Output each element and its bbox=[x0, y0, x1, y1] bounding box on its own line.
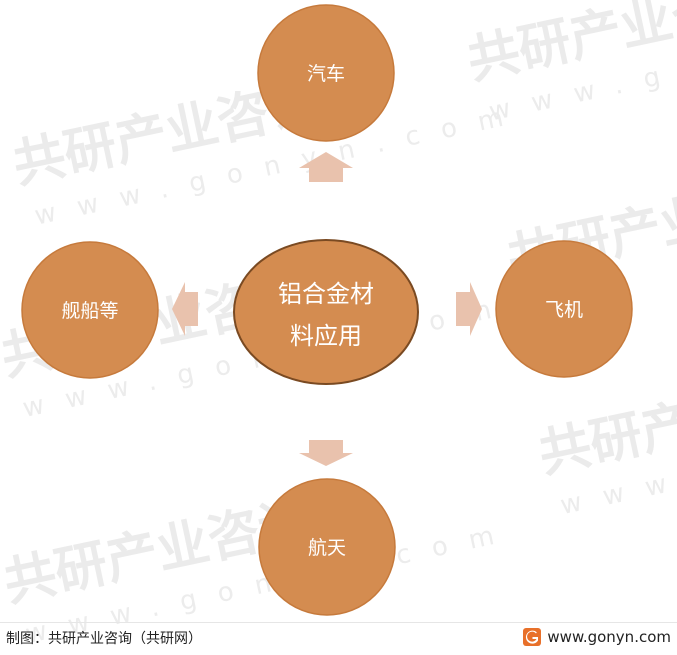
arrow-down bbox=[299, 440, 353, 466]
footer-brand: www.gonyn.com bbox=[523, 626, 671, 648]
arrow-left bbox=[172, 282, 198, 336]
node-left: 舰船等 bbox=[21, 241, 159, 379]
node-center: 铝合金材 料应用 bbox=[233, 239, 419, 385]
node-top-label: 汽车 bbox=[307, 63, 345, 85]
footer-divider bbox=[0, 622, 677, 623]
node-top: 汽车 bbox=[257, 4, 395, 142]
watermark-brand: 共研产业咨询 bbox=[534, 361, 677, 485]
gonyn-logo-icon bbox=[523, 628, 542, 646]
arrow-up bbox=[299, 152, 353, 182]
footer-credit: 制图：共研产业咨询（共研网） bbox=[6, 631, 202, 647]
node-right-label: 飞机 bbox=[545, 299, 583, 321]
arrow-right bbox=[456, 282, 482, 336]
footer-url[interactable]: www.gonyn.com bbox=[547, 628, 671, 646]
node-right: 飞机 bbox=[495, 240, 633, 378]
node-bottom-label: 航天 bbox=[308, 537, 346, 559]
node-left-label: 舰船等 bbox=[61, 300, 118, 322]
node-center-label-line2: 料应用 bbox=[290, 322, 362, 350]
node-center-label-line1: 铝合金材 bbox=[278, 280, 374, 308]
node-bottom: 航天 bbox=[258, 478, 396, 616]
